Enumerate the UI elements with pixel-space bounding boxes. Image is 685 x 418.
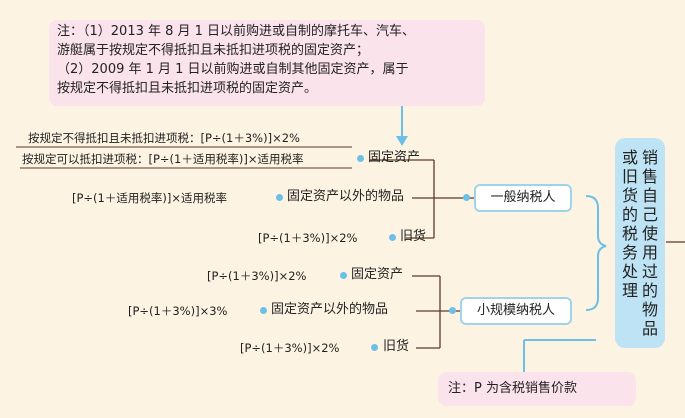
- bottom-note-text: 注：P 为含税销售价款: [448, 381, 577, 396]
- bullet-dot: [371, 344, 378, 351]
- small-fixed-formula: [P÷(1＋3%)]×2%: [207, 269, 307, 283]
- general-fixed-assets-label: 固定资产: [368, 150, 421, 165]
- small-fixed-assets-label: 固定资产: [351, 267, 404, 282]
- general-taxpayer-box: 一般纳税人: [474, 184, 572, 212]
- bullet-dot: [449, 307, 456, 314]
- main-title-box: 销售自己使用过的物品 或旧货的税务处理: [615, 138, 665, 348]
- bullet-dot: [463, 194, 470, 201]
- bullet-dot: [357, 155, 364, 162]
- main-title-column-2: 或旧货的税务处理: [621, 148, 638, 300]
- general-other-items-label: 固定资产以外的物品: [287, 189, 405, 204]
- small-other-items-label: 固定资产以外的物品: [271, 302, 389, 317]
- bullet-dot: [276, 194, 283, 201]
- main-title-column-1: 销售自己使用过的物品: [641, 148, 658, 338]
- small-other-formula: [P÷(1＋3%)]×3%: [128, 304, 228, 318]
- small-taxpayer-label: 小规模纳税人: [476, 303, 555, 318]
- top-note-line-2: 游艇属于按规定不得抵扣且未抵扣进项税的固定资产；: [57, 43, 370, 58]
- bullet-dot: [389, 234, 396, 241]
- top-note-line-3: （2）2009 年 1 月 1 日以前购进或自制其他固定资产，属于: [57, 62, 409, 77]
- general-used-formula: [P÷(1＋3%)]×2%: [258, 231, 358, 245]
- top-note-line-4: 按规定不得抵扣且未抵扣进项税的固定资产。: [57, 81, 318, 96]
- general-other-formula: [P÷(1＋适用税率)]×适用税率: [72, 191, 227, 205]
- general-fixed-formula-2: 按规定可以抵扣进项税：[P÷(1＋适用税率)]×适用税率: [22, 152, 304, 166]
- small-used-goods-label: 旧货: [383, 339, 410, 354]
- bullet-dot: [340, 272, 347, 279]
- top-note: 注：（1）2013 年 8 月 1 日以前购进或自制的摩托车、汽车、 游艇属于按…: [49, 20, 485, 106]
- general-used-goods-label: 旧货: [400, 229, 427, 244]
- bottom-note: 注：P 为含税销售价款: [438, 372, 636, 406]
- bullet-dot: [260, 307, 267, 314]
- general-taxpayer-label: 一般纳税人: [490, 190, 556, 205]
- small-taxpayer-box: 小规模纳税人: [460, 297, 572, 325]
- small-used-formula: [P÷(1＋3%)]×2%: [240, 341, 340, 355]
- general-fixed-formula-1: 按规定不得抵扣且未抵扣进项税：[P÷(1＋3%)]×2%: [28, 131, 300, 145]
- top-note-line-1: 注：（1）2013 年 8 月 1 日以前购进或自制的摩托车、汽车、: [57, 24, 416, 39]
